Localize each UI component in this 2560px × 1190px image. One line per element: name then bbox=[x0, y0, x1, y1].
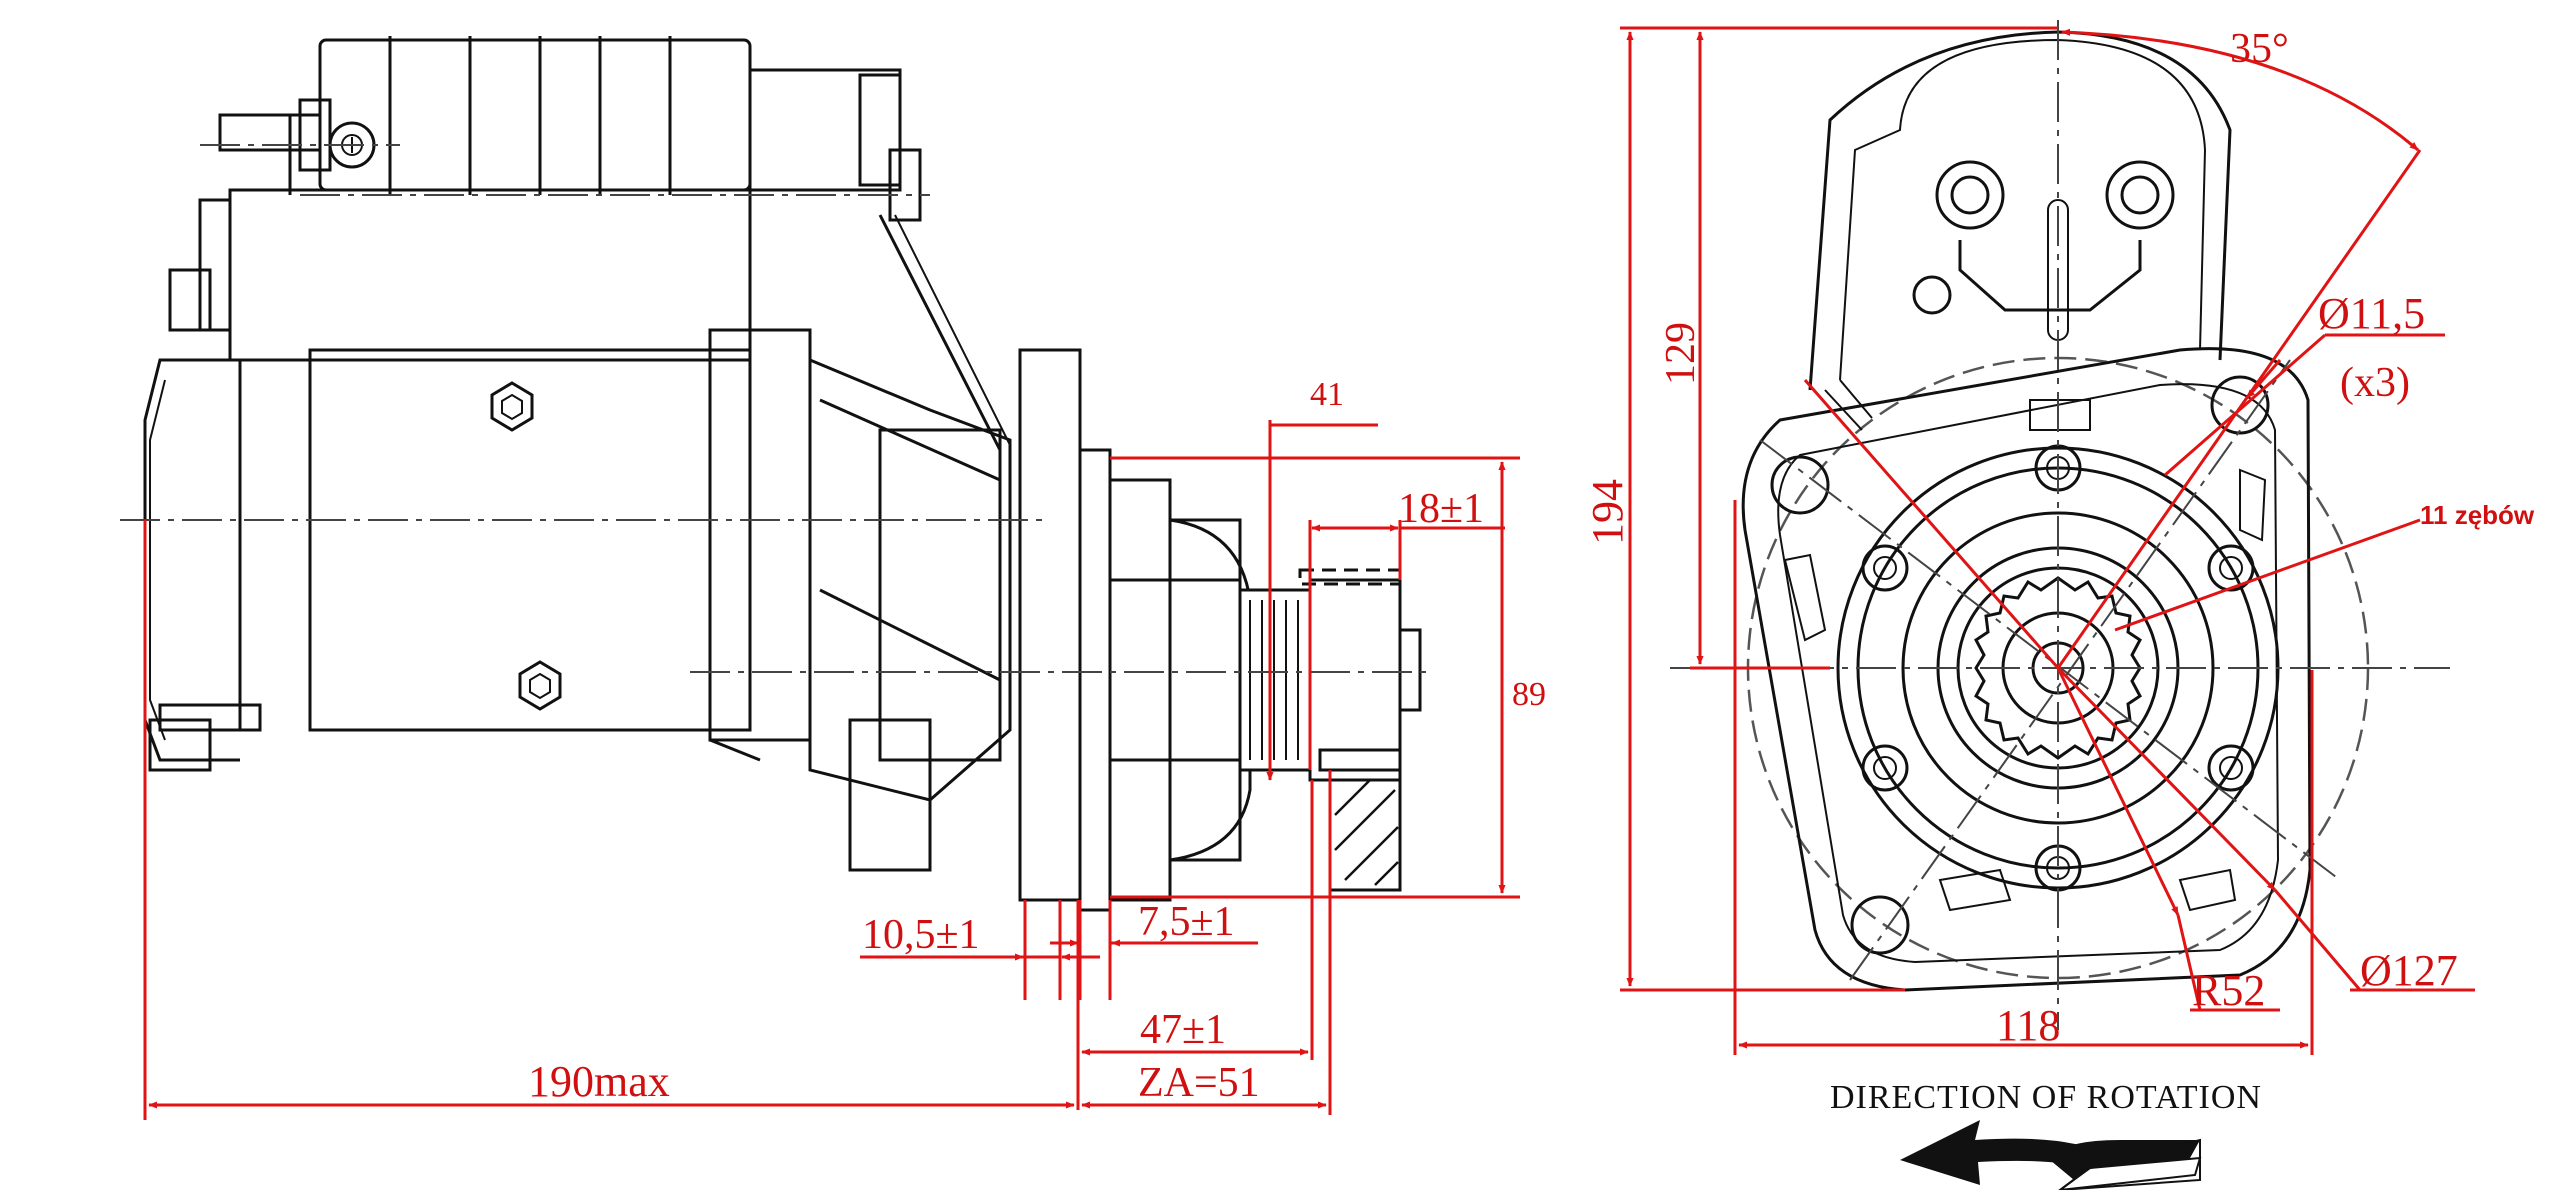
dim-18: 18±1 bbox=[1308, 486, 1505, 770]
dim-41-label: 41 bbox=[1310, 376, 1344, 413]
dim-7-5: 7,5±1 bbox=[1050, 899, 1258, 1000]
motor-housing bbox=[143, 188, 812, 772]
dim-10-5-label: 10,5±1 bbox=[862, 912, 980, 958]
teeth-label: 11 zębów bbox=[2420, 500, 2535, 530]
dim-teeth: 11 zębów bbox=[2114, 500, 2535, 632]
flange-outline bbox=[1741, 347, 2312, 992]
front-axis-diag-2 bbox=[1849, 359, 2291, 981]
dim-89-label: 89 bbox=[1512, 676, 1546, 713]
dim-47: 47±1 bbox=[1076, 780, 1314, 1110]
solenoid bbox=[218, 36, 922, 222]
mounting-holes bbox=[1770, 375, 2270, 955]
dim-18-label: 18±1 bbox=[1398, 486, 1484, 532]
pitch-diameter-label: Ø127 bbox=[2360, 946, 2458, 995]
side-view: 41 18±1 89 10,5±1 bbox=[120, 36, 1546, 1120]
dim-129-label: 129 bbox=[1658, 322, 1704, 385]
dim-194: 194 bbox=[1583, 26, 2058, 992]
dim-10-5: 10,5±1 bbox=[860, 900, 1100, 1000]
drive-end bbox=[808, 214, 1422, 912]
radius-label: R52 bbox=[2192, 966, 2265, 1015]
dim-190: 190max bbox=[143, 520, 1075, 1120]
rotation-arrow-icon bbox=[1900, 1120, 2202, 1190]
dim-angle: 35° bbox=[2056, 26, 2422, 669]
dim-hole: Ø11,5 (x3) bbox=[2164, 289, 2445, 477]
dim-7-5-label: 7,5±1 bbox=[1138, 899, 1235, 945]
dim-118-label: 118 bbox=[1996, 1001, 2060, 1050]
dim-129: 129 bbox=[1658, 31, 1830, 670]
dim-41: 41 bbox=[1266, 376, 1378, 781]
dim-47-label: 47±1 bbox=[1140, 1007, 1226, 1053]
dim-118: 118 bbox=[1733, 500, 2314, 1055]
dim-radius: R52 bbox=[1803, 379, 2280, 1015]
angle-label: 35° bbox=[2230, 26, 2289, 72]
dim-89: 89 bbox=[1110, 456, 1546, 899]
terminal-block bbox=[1808, 30, 2232, 391]
dim-pitch: Ø127 bbox=[2056, 666, 2475, 995]
dim-190-label: 190max bbox=[528, 1057, 670, 1106]
hole-diameter-label: Ø11,5 bbox=[2318, 289, 2425, 338]
rotation-caption: DIRECTION OF ROTATION bbox=[1830, 1079, 2262, 1116]
dim-194-label: 194 bbox=[1583, 479, 1632, 545]
pinion-gear bbox=[1974, 576, 2142, 760]
front-axis-diag-1 bbox=[1759, 439, 2341, 881]
dim-za-label: ZA=51 bbox=[1138, 1060, 1260, 1106]
hole-count-label: (x3) bbox=[2340, 360, 2410, 406]
dim-za: ZA=51 bbox=[1081, 770, 1332, 1115]
front-view: 35° 194 129 Ø11,5 (x3) 11 zębów bbox=[1583, 20, 2535, 1190]
